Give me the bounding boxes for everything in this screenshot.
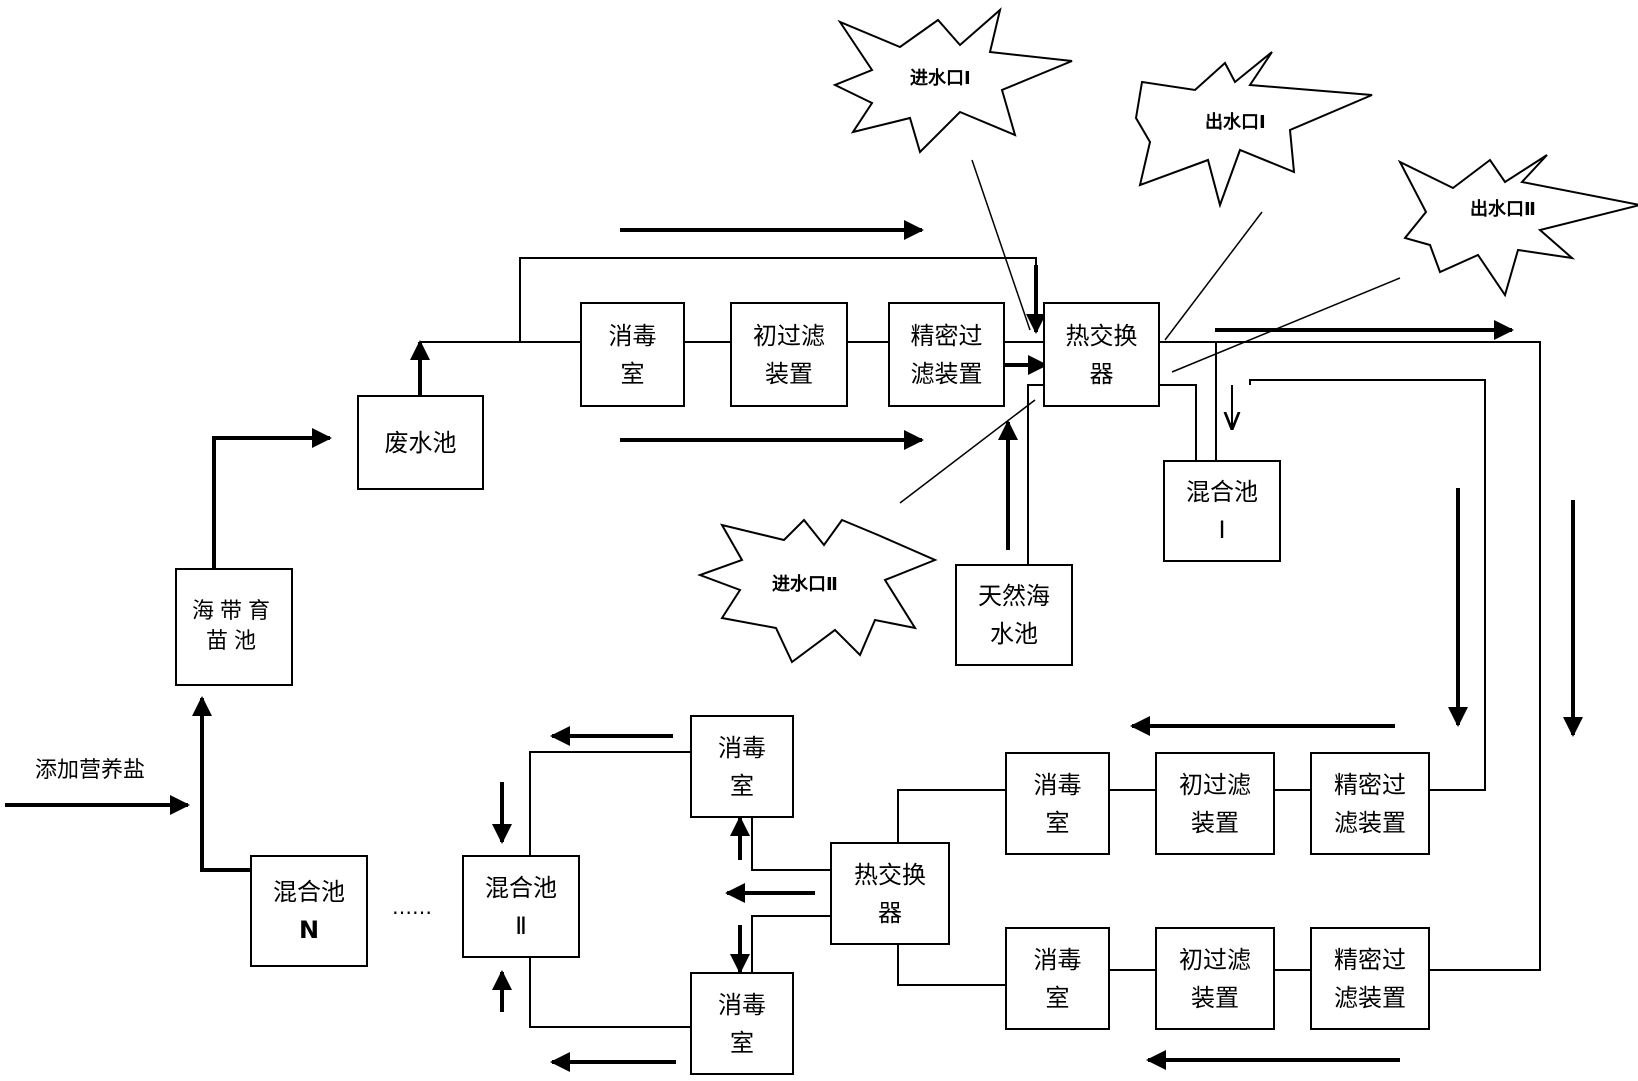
label-inlet-1: 进水口Ⅰ xyxy=(910,68,971,89)
hx-bottom-line1: 热交换 xyxy=(854,860,926,889)
heat-exchanger-top-line2: 器 xyxy=(1089,359,1114,388)
mixing-pool-2-line1: 混合池 xyxy=(485,873,557,902)
kelp-seedling-pool: 海带育苗池 xyxy=(175,568,293,686)
r2-dis-line2: 室 xyxy=(1045,983,1070,1012)
flow-arrows xyxy=(5,220,1583,1072)
precision-filter-top-line2: 滤装置 xyxy=(910,359,983,388)
r1-dis-line1: 消毒 xyxy=(1033,770,1082,799)
mixing-pool-2-line2: Ⅱ xyxy=(515,911,527,940)
line-hx-to-dis-upper xyxy=(751,818,830,871)
disinfection-room-upper: 消毒室 xyxy=(690,715,794,818)
primary-filter-top-line2: 装置 xyxy=(765,359,813,388)
primary-filter-top-line1: 初过滤 xyxy=(753,321,825,350)
hx-bottom-line2: 器 xyxy=(878,898,902,927)
starburst-shapes xyxy=(697,7,1638,664)
leader-inlet-1 xyxy=(971,159,1031,331)
dis-lower-line1: 消毒 xyxy=(718,990,766,1019)
line-r2-dis-to-hx xyxy=(897,940,1005,986)
disinfection-room-row1: 消毒室 xyxy=(1005,752,1110,855)
precision-filter-row2: 精密过滤装置 xyxy=(1310,927,1430,1030)
arrow-mixn-to-seedling xyxy=(192,696,250,872)
label-add-nutrient: 添加营养盐 xyxy=(35,758,146,783)
r1-prim-line2: 装置 xyxy=(1191,808,1239,837)
line-hx-to-dis-lower xyxy=(751,915,830,972)
arrow-seedling-to-waste xyxy=(212,428,332,568)
r2-prim-line2: 装置 xyxy=(1191,983,1239,1012)
line-hx-to-mix1 xyxy=(1160,384,1197,460)
ellipsis-mark: …… xyxy=(392,895,432,919)
precision-filter-top-line1: 精密过 xyxy=(910,321,983,350)
line-hx-outlet-right xyxy=(1160,341,1541,971)
heat-exchanger-top-line1: 热交换 xyxy=(1065,321,1138,350)
heat-exchanger-top: 热交换器 xyxy=(1043,302,1160,407)
burst-outlet-1 xyxy=(1134,51,1373,209)
callout-leaders xyxy=(899,159,1401,504)
r2-prec-line1: 精密过 xyxy=(1334,945,1406,974)
line-dis-lower-to-mix2 xyxy=(529,958,690,1028)
burst-inlet-1 xyxy=(832,7,1073,154)
primary-filter-row2: 初过滤装置 xyxy=(1155,927,1275,1030)
disinfection-top-line1: 消毒 xyxy=(608,321,657,350)
mixing-pool-2: 混合池 Ⅱ xyxy=(462,855,580,958)
natural-seawater-pool: 天然海水池 xyxy=(955,564,1073,666)
r1-prim-line1: 初过滤 xyxy=(1179,770,1251,799)
label-outlet-2: 出水口Ⅱ xyxy=(1470,199,1536,220)
disinfection-room-top: 消毒室 xyxy=(580,302,685,407)
dis-lower-line2: 室 xyxy=(730,1028,754,1057)
mixing-pool-n-line1: 混合池 xyxy=(273,878,345,906)
waste-pool-label: 废水池 xyxy=(384,428,457,457)
r2-prec-line2: 滤装置 xyxy=(1334,983,1406,1012)
leader-outlet-1 xyxy=(1164,211,1263,341)
label-outlet-1: 出水口Ⅰ xyxy=(1205,112,1266,133)
r1-dis-line2: 室 xyxy=(1045,808,1070,837)
r1-prec-line1: 精密过 xyxy=(1334,770,1406,799)
r2-prim-line1: 初过滤 xyxy=(1179,945,1251,974)
line-bypass-natural xyxy=(1027,384,1043,564)
seedling-pool-label: 海带育苗池 xyxy=(191,599,276,654)
disinfection-room-lower: 消毒室 xyxy=(690,972,794,1075)
heat-exchanger-bottom: 热交换器 xyxy=(830,842,950,945)
precision-filter-row1: 精密过滤装置 xyxy=(1310,752,1430,855)
mixing-pool-n-line2: N xyxy=(298,916,320,944)
waste-water-pool: 废水池 xyxy=(357,395,484,490)
leader-outlet-2 xyxy=(1171,277,1401,373)
disinfection-room-row2: 消毒室 xyxy=(1005,927,1110,1030)
mixing-pool-1-line2: Ⅰ xyxy=(1218,516,1226,544)
line-outlet2-down xyxy=(1249,379,1486,791)
burst-outlet-2 xyxy=(1397,154,1638,298)
primary-filter-row1: 初过滤装置 xyxy=(1155,752,1275,855)
natural-seawater-line1: 天然海 xyxy=(978,582,1050,610)
disinfection-top-line2: 室 xyxy=(620,359,645,388)
label-inlet-2: 进水口Ⅱ xyxy=(772,574,838,595)
mixing-pool-1-line1: 混合池 xyxy=(1186,478,1258,506)
line-r1-dis-to-hx xyxy=(897,789,1005,842)
primary-filter-top: 初过滤装置 xyxy=(730,302,848,407)
connection-lines xyxy=(420,257,1541,1028)
precision-filter-top: 精密过滤装置 xyxy=(888,302,1005,407)
mixing-pool-n: 混合池 N xyxy=(250,855,368,967)
line-dis-upper-to-mix2 xyxy=(529,751,690,855)
burst-inlet-2 xyxy=(697,518,938,664)
dis-upper-line1: 消毒 xyxy=(718,733,766,762)
r1-prec-line2: 滤装置 xyxy=(1334,808,1406,837)
dis-upper-line2: 室 xyxy=(730,771,754,800)
mixing-pool-1: 混合池 Ⅰ xyxy=(1163,460,1281,562)
natural-seawater-line2: 水池 xyxy=(990,620,1038,648)
r2-dis-line1: 消毒 xyxy=(1033,945,1082,974)
leader-inlet-2 xyxy=(899,399,1036,504)
